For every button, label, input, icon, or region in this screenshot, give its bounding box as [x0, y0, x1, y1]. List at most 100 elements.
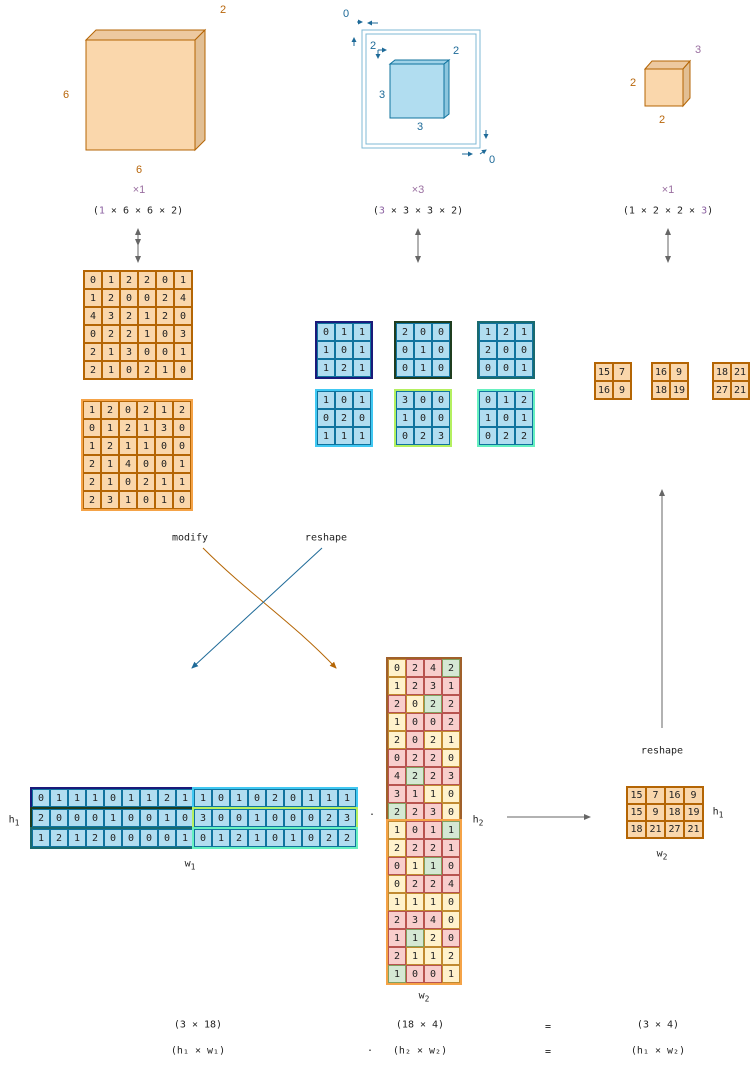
matrix-cell: 2: [120, 271, 138, 289]
matrix-cell: 3: [174, 325, 192, 343]
matrix-cell: 18: [665, 804, 684, 821]
matrix-cell: 18: [713, 363, 731, 381]
matrix-cell: 3: [194, 809, 212, 827]
matrix-cell: 2: [515, 391, 533, 409]
matrix-cell: 27: [665, 821, 684, 838]
matrix-cell: 1: [320, 789, 338, 807]
matrix-cell: 2: [83, 473, 101, 491]
matrix-cell: 0: [414, 409, 432, 427]
modify-arrow: [202, 547, 337, 669]
kernel-height-label: 3: [378, 89, 386, 101]
matrix-cell: 4: [84, 307, 102, 325]
matrix-cell: 3: [406, 911, 424, 929]
matrix-cell: 0: [212, 789, 230, 807]
matrix-cell: 0: [414, 323, 432, 341]
matrix-cell: 1: [119, 491, 137, 509]
input-cube: [84, 28, 207, 152]
matrix-cell: 0: [388, 875, 406, 893]
kernel-width-label: 3: [416, 121, 424, 133]
matrix-cell: 2: [102, 325, 120, 343]
matrix-cell: 0: [173, 419, 191, 437]
matrix-cell: 2: [406, 677, 424, 695]
matrix-cell: 2: [388, 695, 406, 713]
matrix-cell: 0: [396, 359, 414, 377]
matrix-cell: 0: [353, 409, 371, 427]
h1-label: h1: [8, 814, 20, 828]
matrix-cell: 2: [388, 911, 406, 929]
matrix-cell: 1: [388, 965, 406, 983]
output-shape: (1 × 2 × 2 × 3): [622, 205, 714, 217]
matrix-cell: 1: [442, 839, 460, 857]
matrix-cell: 0: [284, 809, 302, 827]
matrix-cell: 2: [137, 473, 155, 491]
matrix-cell: 2: [424, 695, 442, 713]
matrix-cell: 1: [388, 677, 406, 695]
matrix-cell: 4: [119, 455, 137, 473]
matrix-cell: 0: [266, 809, 284, 827]
matrix-cell: 0: [138, 343, 156, 361]
matrix-cell: 2: [406, 659, 424, 677]
matrix-cell: 15: [595, 363, 613, 381]
matrix-cell: 15: [627, 804, 646, 821]
matrix-cell: 19: [684, 804, 703, 821]
matrix-cell: 0: [32, 789, 50, 807]
matrix-cell: 0: [302, 829, 320, 847]
reshape-label-left: reshape: [304, 532, 348, 544]
matrix-cell: 0: [138, 289, 156, 307]
matrix-cell: 2: [497, 323, 515, 341]
matrix-cell: 1: [353, 391, 371, 409]
matrix-cell: 0: [174, 307, 192, 325]
matrix-cell: 0: [432, 341, 450, 359]
matrix-cell: 3: [101, 491, 119, 509]
matrix-cell: 2: [414, 427, 432, 445]
reshape-label-right: reshape: [640, 745, 684, 757]
w1-label: w1: [184, 858, 196, 872]
kernel-shape: (3 × 3 × 3 × 2): [372, 205, 464, 217]
matrix-cell: 2: [424, 875, 442, 893]
output-width-label: 2: [658, 114, 666, 126]
matrix-cell: 1: [424, 857, 442, 875]
matrix-cell: 7: [613, 363, 631, 381]
matrix-cell: 4: [424, 659, 442, 677]
matrix-cell: 2: [138, 271, 156, 289]
matrix-cell: 1: [173, 473, 191, 491]
matrix-cell: 0: [120, 361, 138, 379]
matrix-cell: 1: [406, 893, 424, 911]
matrix-cell: 2: [119, 419, 137, 437]
matrix-cell: 1: [424, 785, 442, 803]
matrix-cell: 1: [230, 789, 248, 807]
matrix-cell: 1: [122, 789, 140, 807]
matrix-cell: 0: [140, 809, 158, 827]
matrix-cell: 7: [646, 787, 665, 804]
dims-a: (3 × 18): [173, 1019, 223, 1031]
kernel-cube: [351, 19, 489, 157]
matrix-cell: 1: [442, 677, 460, 695]
matrix-cell: 1: [83, 437, 101, 455]
matrix-cell: 0: [406, 821, 424, 839]
matrix-cell: 0: [432, 391, 450, 409]
matrix-cell: 9: [646, 804, 665, 821]
matrix-cell: 0: [86, 809, 104, 827]
matrix-cell: 4: [388, 767, 406, 785]
matrix-cell: 1: [302, 789, 320, 807]
matrix-cell: 2: [120, 325, 138, 343]
matrix-cell: 1: [442, 731, 460, 749]
matrix-cell: 2: [442, 947, 460, 965]
matrix-cell: 1: [102, 361, 120, 379]
matrix-cell: 0: [497, 409, 515, 427]
matrix-cell: 1: [194, 789, 212, 807]
matrix-cell: 0: [497, 341, 515, 359]
matrix-cell: 1: [388, 821, 406, 839]
matrix-cell: 0: [230, 809, 248, 827]
matrix-cell: 0: [414, 391, 432, 409]
matrix-cell: 0: [396, 427, 414, 445]
matrix-cell: 2: [406, 749, 424, 767]
matrix-cell: 1: [248, 809, 266, 827]
matrix-cell: 3: [155, 419, 173, 437]
